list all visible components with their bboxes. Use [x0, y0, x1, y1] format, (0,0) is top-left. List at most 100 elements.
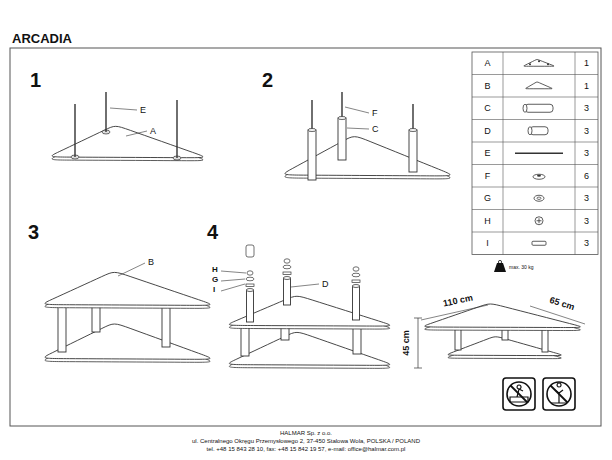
part-letter: D [322, 280, 329, 289]
prohibition-circle [547, 382, 571, 406]
sheet-frame [10, 48, 601, 426]
table-row-line [472, 187, 598, 188]
threaded-rod [341, 92, 342, 118]
part-letter: I [213, 286, 215, 294]
part-letter: H [212, 266, 218, 274]
prohibition-circle [507, 382, 531, 406]
prohibition-slash [511, 386, 528, 403]
threaded-rod [74, 104, 75, 157]
dimension-figure [414, 260, 585, 410]
tube-leg [353, 286, 360, 320]
pad-f-icon [533, 174, 545, 179]
screw-h-icon [535, 217, 543, 225]
step-3-figure [45, 263, 210, 362]
weight-icon [494, 263, 506, 272]
table-part-letter: E [484, 149, 490, 158]
cap-part [352, 280, 360, 283]
table-row-line [472, 142, 598, 143]
table-part-letter: G [484, 194, 491, 203]
table-part-letter: I [486, 239, 489, 248]
washer-part [283, 265, 291, 269]
table-quantity: 3 [584, 194, 589, 203]
table-quantity: 1 [584, 59, 589, 68]
part-letter: B [148, 258, 154, 267]
no-standing-figure [510, 385, 528, 402]
exploded-screw [246, 245, 254, 257]
depth-dimension: 65 cm [548, 296, 575, 312]
footer-company: HALMAR Sp. z o.o. [280, 430, 332, 436]
table-part-letter: F [485, 171, 491, 180]
washer-part [352, 273, 360, 277]
leader-line [221, 271, 246, 273]
cap-part [283, 272, 291, 275]
tube-end [409, 128, 417, 131]
tube-leg [409, 130, 417, 172]
tube-c-end [523, 104, 527, 112]
table-column-line [503, 52, 504, 255]
washer-part [246, 277, 254, 281]
prohibition-icon [503, 378, 535, 410]
glass-top [45, 324, 210, 359]
tube-end [338, 116, 346, 119]
tube-d-end [528, 127, 532, 135]
table-quantity: 3 [584, 239, 589, 248]
table-part-letter: H [484, 216, 491, 225]
glass-top [229, 332, 389, 365]
threaded-rod [176, 100, 177, 158]
glass-b-icon [526, 82, 552, 89]
rod-e-icon [515, 153, 563, 154]
step-number: 3 [28, 222, 39, 242]
table-row-line [472, 209, 598, 210]
leader-line [347, 128, 369, 129]
screw-part [284, 259, 290, 263]
hole-icon [538, 60, 540, 62]
tube-end [284, 276, 291, 279]
length-dimension: 110 cm [442, 293, 473, 308]
glass-a-icon [524, 60, 554, 67]
table-row-line [472, 232, 598, 233]
diagram-title: ARCADIA [12, 32, 72, 45]
hole-icon [529, 63, 531, 65]
step-1-figure [52, 92, 203, 161]
threaded-rod [311, 100, 312, 130]
table-quantity: 3 [584, 104, 589, 113]
weight-ring [498, 260, 501, 263]
leader-line [126, 131, 147, 136]
hole-icon [547, 63, 549, 65]
parts-table [472, 52, 598, 255]
table-row-line [472, 97, 598, 98]
table-quantity: 1 [584, 81, 589, 90]
table-row-line [472, 119, 598, 120]
table-row-line [472, 74, 598, 75]
threaded-rod [412, 104, 413, 130]
step-4-figure [221, 245, 390, 368]
table-row-line [472, 164, 598, 165]
washer-g-icon [534, 195, 544, 201]
length-dimension-line [421, 305, 488, 320]
tube-leg [338, 118, 346, 160]
leader-line [221, 284, 245, 291]
leader-line [118, 263, 145, 276]
tube-leg [284, 278, 291, 305]
part-letter: G [212, 276, 218, 284]
cap-i-icon [532, 241, 546, 245]
tube-d-icon [530, 127, 548, 135]
screw-part [247, 271, 253, 275]
table-column-line [575, 52, 576, 255]
part-letter: E [140, 106, 146, 115]
leader-line [345, 107, 369, 113]
threaded-rod [105, 92, 106, 132]
depth-dimension-line [530, 306, 585, 324]
step-2-figure [285, 92, 450, 180]
screw-h-slot [537, 218, 542, 223]
table-part-letter: D [484, 126, 491, 135]
table-quantity: 3 [584, 126, 589, 135]
leader-line [291, 284, 319, 287]
tube-end [353, 284, 360, 287]
table-quantity: 3 [584, 216, 589, 225]
glass-top [45, 272, 210, 305]
part-letter: C [372, 125, 379, 134]
table-quantity: 6 [584, 171, 589, 180]
